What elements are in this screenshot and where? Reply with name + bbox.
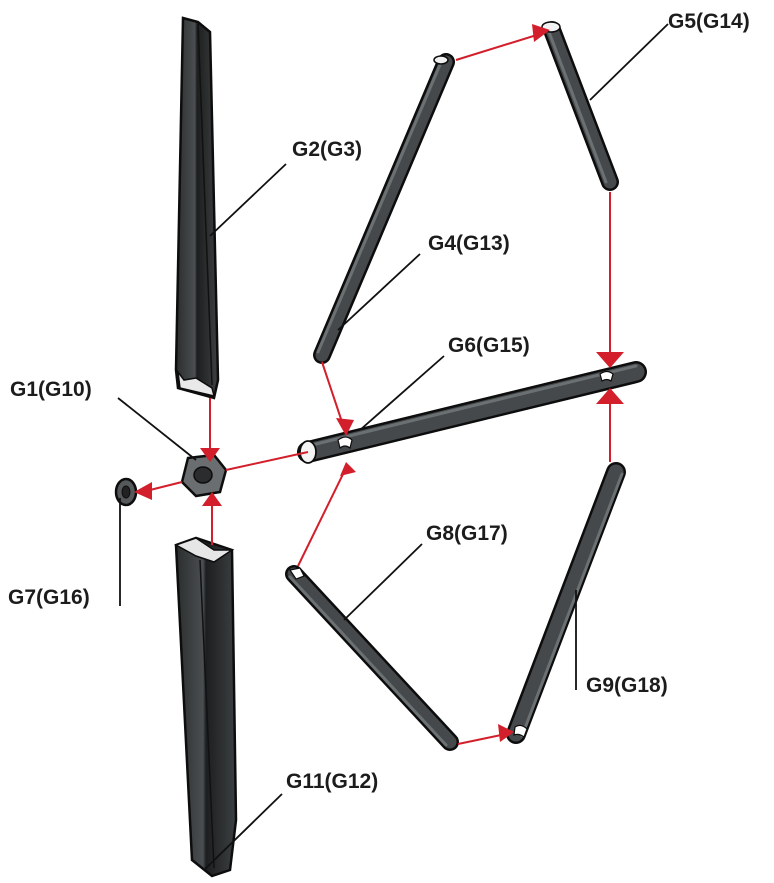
leader-lines — [117, 23, 669, 871]
part-g6-rod — [297, 361, 647, 464]
part-g11-panel — [174, 536, 238, 878]
label-g7: G7(G16) — [8, 586, 90, 609]
part-g4-rod — [313, 53, 455, 364]
part-g5-rod — [541, 21, 619, 191]
part-g7-washer — [114, 477, 138, 507]
label-g6: G6(G15) — [448, 334, 530, 357]
part-g9-rod — [506, 462, 626, 744]
connector-arrows — [134, 24, 624, 742]
connector-lines — [145, 33, 611, 745]
label-g4: G4(G13) — [428, 232, 510, 255]
label-g11: G11(G12) — [286, 770, 378, 793]
label-g8: G8(G17) — [426, 522, 508, 545]
part-g8-rod — [285, 565, 459, 751]
label-g2: G2(G3) — [292, 138, 362, 161]
label-g5: G5(G14) — [668, 10, 750, 33]
part-g1-nut — [180, 453, 228, 498]
label-g9: G9(G18) — [586, 674, 668, 697]
part-g2-panel — [174, 16, 220, 400]
part-labels: G2(G3) G5(G14) G4(G13) G6(G15) G1(G10) G… — [8, 10, 750, 793]
label-g1: G1(G10) — [10, 378, 92, 401]
